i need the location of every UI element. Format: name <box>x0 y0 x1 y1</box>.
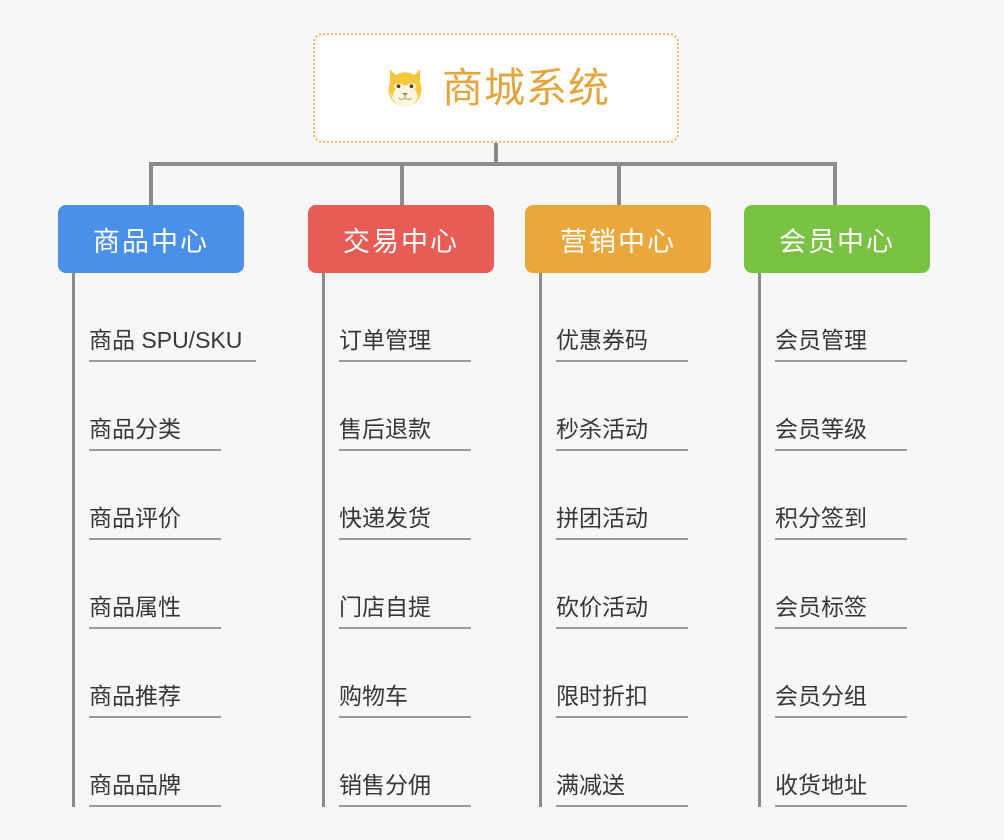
branch-label: 营销中心 <box>560 226 676 257</box>
leaf-label: 拼团活动 <box>556 504 688 540</box>
leaf-label: 砍价活动 <box>556 593 688 629</box>
leaf-label: 会员管理 <box>775 326 907 362</box>
leaf-label: 购物车 <box>339 682 471 718</box>
branch-marketing-center: 营销中心 优惠券码 秒杀活动 拼团活动 砍价活动 限时折扣 满减送 <box>525 205 711 807</box>
list-item[interactable]: 门店自提 <box>325 540 494 629</box>
list-item[interactable]: 优惠券码 <box>542 273 711 362</box>
connector-branch-1-stem <box>149 162 153 205</box>
list-item[interactable]: 销售分佣 <box>325 718 494 807</box>
list-item[interactable]: 收货地址 <box>761 718 930 807</box>
list-item[interactable]: 快递发货 <box>325 451 494 540</box>
branch-product-center: 商品中心 商品 SPU/SKU 商品分类 商品评价 商品属性 商品推荐 商品品牌 <box>58 205 257 807</box>
list-item[interactable]: 积分签到 <box>761 451 930 540</box>
branch-trade-center: 交易中心 订单管理 售后退款 快递发货 门店自提 购物车 销售分佣 <box>308 205 494 807</box>
leaf-label: 会员标签 <box>775 593 907 629</box>
leaf-label: 会员分组 <box>775 682 907 718</box>
branch-label: 商品中心 <box>93 226 209 257</box>
branch-label: 会员中心 <box>779 226 895 257</box>
leaf-list-trade-center: 订单管理 售后退款 快递发货 门店自提 购物车 销售分佣 <box>322 273 494 807</box>
leaf-label: 快递发货 <box>339 504 471 540</box>
branch-label: 交易中心 <box>343 226 459 257</box>
branch-header-trade-center[interactable]: 交易中心 <box>308 205 494 273</box>
root-node[interactable]: 商城系统 <box>313 33 679 143</box>
leaf-label: 商品评价 <box>89 504 221 540</box>
leaf-label: 限时折扣 <box>556 682 688 718</box>
list-item[interactable]: 砍价活动 <box>542 540 711 629</box>
connector-branch-4-stem <box>833 162 837 205</box>
branch-member-center: 会员中心 会员管理 会员等级 积分签到 会员标签 会员分组 收货地址 <box>744 205 930 807</box>
connector-branch-3-stem <box>617 162 621 205</box>
branch-header-member-center[interactable]: 会员中心 <box>744 205 930 273</box>
list-item[interactable]: 购物车 <box>325 629 494 718</box>
leaf-label: 门店自提 <box>339 593 471 629</box>
list-item[interactable]: 商品属性 <box>75 540 256 629</box>
list-item[interactable]: 商品 SPU/SKU <box>75 273 257 362</box>
list-item[interactable]: 会员标签 <box>761 540 930 629</box>
list-item[interactable]: 拼团活动 <box>542 451 711 540</box>
shiba-dog-face-icon <box>388 69 422 107</box>
leaf-list-marketing-center: 优惠券码 秒杀活动 拼团活动 砍价活动 限时折扣 满减送 <box>539 273 711 807</box>
leaf-label: 销售分佣 <box>339 771 471 807</box>
leaf-label: 商品 SPU/SKU <box>89 326 257 362</box>
leaf-label: 会员等级 <box>775 415 907 451</box>
list-item[interactable]: 限时折扣 <box>542 629 711 718</box>
leaf-label: 商品分类 <box>89 415 221 451</box>
list-item[interactable]: 商品评价 <box>75 451 256 540</box>
leaf-label: 收货地址 <box>775 771 907 807</box>
leaf-label: 商品品牌 <box>89 771 221 807</box>
leaf-label: 商品推荐 <box>89 682 221 718</box>
leaf-label: 售后退款 <box>339 415 471 451</box>
connector-branch-2-stem <box>400 162 404 205</box>
list-item[interactable]: 商品分类 <box>75 362 256 451</box>
list-item[interactable]: 售后退款 <box>325 362 494 451</box>
leaf-list-member-center: 会员管理 会员等级 积分签到 会员标签 会员分组 收货地址 <box>758 273 930 807</box>
leaf-label: 商品属性 <box>89 593 221 629</box>
list-item[interactable]: 秒杀活动 <box>542 362 711 451</box>
leaf-label: 优惠券码 <box>556 326 688 362</box>
connector-root-stem <box>494 143 498 165</box>
list-item[interactable]: 会员管理 <box>761 273 930 362</box>
leaf-list-product-center: 商品 SPU/SKU 商品分类 商品评价 商品属性 商品推荐 商品品牌 <box>72 273 257 807</box>
list-item[interactable]: 满减送 <box>542 718 711 807</box>
list-item[interactable]: 商品推荐 <box>75 629 256 718</box>
leaf-label: 订单管理 <box>339 326 471 362</box>
root-title: 商城系统 <box>442 64 610 111</box>
leaf-label: 积分签到 <box>775 504 907 540</box>
branch-header-product-center[interactable]: 商品中心 <box>58 205 244 273</box>
list-item[interactable]: 订单管理 <box>325 273 494 362</box>
leaf-label: 秒杀活动 <box>556 415 688 451</box>
connector-horizontal-bus <box>149 162 837 166</box>
list-item[interactable]: 商品品牌 <box>75 718 256 807</box>
list-item[interactable]: 会员分组 <box>761 629 930 718</box>
branch-header-marketing-center[interactable]: 营销中心 <box>525 205 711 273</box>
list-item[interactable]: 会员等级 <box>761 362 930 451</box>
leaf-label: 满减送 <box>556 771 688 807</box>
